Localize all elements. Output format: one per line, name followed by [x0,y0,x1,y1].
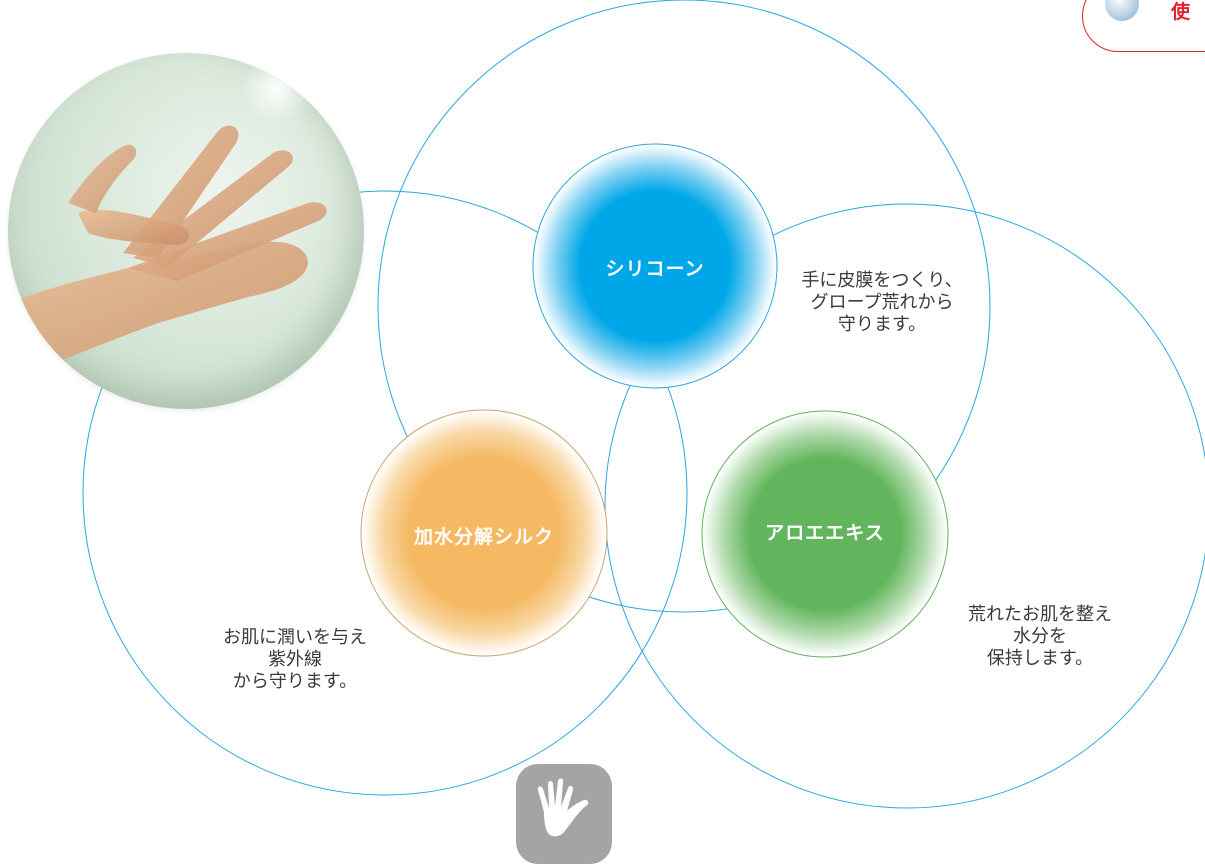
outer-ring-left [82,190,688,796]
hand-icon [516,764,612,864]
silk-label: 加水分解シルク [413,526,554,548]
aloe-fill [703,412,947,656]
silicone-fill [534,145,776,387]
aloe-desc-line-3: 保持します。 [986,648,1094,669]
silicone-description: 手に皮膜をつくり、 グロープ荒れから 守ります。 [777,270,987,336]
silicone-label: シリコーン [605,258,705,280]
silk-desc-line-1: お肌に潤いを与え [223,627,367,648]
silk-description: お肌に潤いを与え 紫外線 から守ります。 [190,627,400,693]
silicone-desc-line-1: 手に皮膜をつくり、 [801,270,963,291]
silicone-desc-line-3: 守ります。 [837,314,927,335]
silk-desc-line-3: から守ります。 [232,671,358,692]
outer-ring-right [604,203,1205,809]
silk-fill [362,411,606,655]
aloe-desc-line-2: 水分を [1013,626,1067,647]
sphere-icon [1105,0,1139,21]
aloe-label: アロエエキス [765,522,885,544]
aloe-desc-line-1: 荒れたお肌を整え [968,604,1112,625]
outer-ring-top [377,0,991,613]
hand-bubble-icon [8,53,364,409]
badge-text: 使 [1171,1,1191,23]
silicone-desc-line-2: グロープ荒れから [810,292,954,313]
aloe-description: 荒れたお肌を整え 水分を 保持します。 [935,604,1145,670]
corner-badge: 使 [1082,0,1205,52]
silk-desc-line-2: 紫外線 [268,649,322,670]
